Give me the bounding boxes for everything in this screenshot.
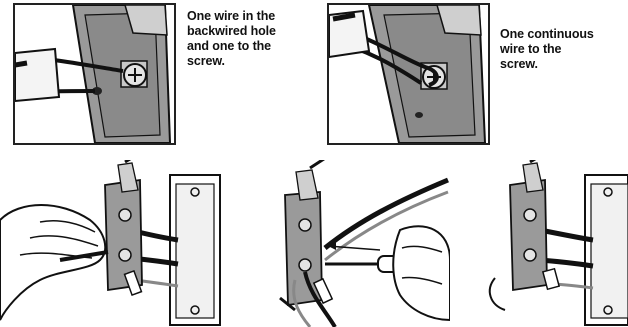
step3-illustration bbox=[465, 160, 628, 327]
backwired-illustration bbox=[15, 5, 174, 143]
hand-icon bbox=[393, 226, 450, 320]
inset-continuous bbox=[327, 3, 490, 145]
install-step-complete bbox=[465, 160, 628, 327]
install-step-screwdriver bbox=[250, 160, 450, 327]
continuous-illustration bbox=[329, 5, 488, 143]
wall-plate-icon bbox=[170, 175, 220, 325]
caption-backwired: One wire in the backwired hole and one t… bbox=[187, 9, 297, 69]
install-step-backwired bbox=[0, 160, 225, 327]
screw-icon bbox=[121, 61, 147, 87]
hand-icon bbox=[0, 205, 105, 320]
caption-continuous: One continuous wire to the screw. bbox=[500, 27, 615, 72]
wall-plate-icon bbox=[585, 175, 628, 325]
step2-illustration bbox=[250, 160, 450, 327]
inset-backwired bbox=[13, 3, 176, 145]
step1-illustration bbox=[0, 160, 225, 327]
